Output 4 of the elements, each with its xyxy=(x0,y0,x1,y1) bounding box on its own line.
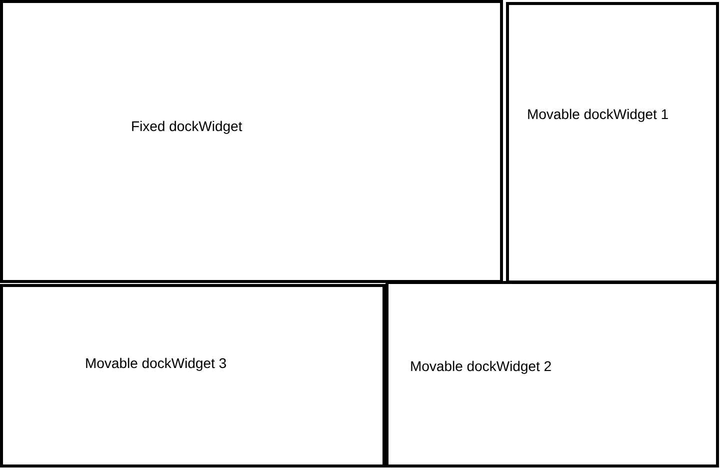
dock-panel: Movable dockWidget 3 xyxy=(0,284,386,468)
dock-panel: Movable dockWidget 1 xyxy=(506,2,719,284)
dock-panel: Movable dockWidget 2 xyxy=(386,281,719,468)
dock-panel: Fixed dockWidget xyxy=(0,0,503,283)
